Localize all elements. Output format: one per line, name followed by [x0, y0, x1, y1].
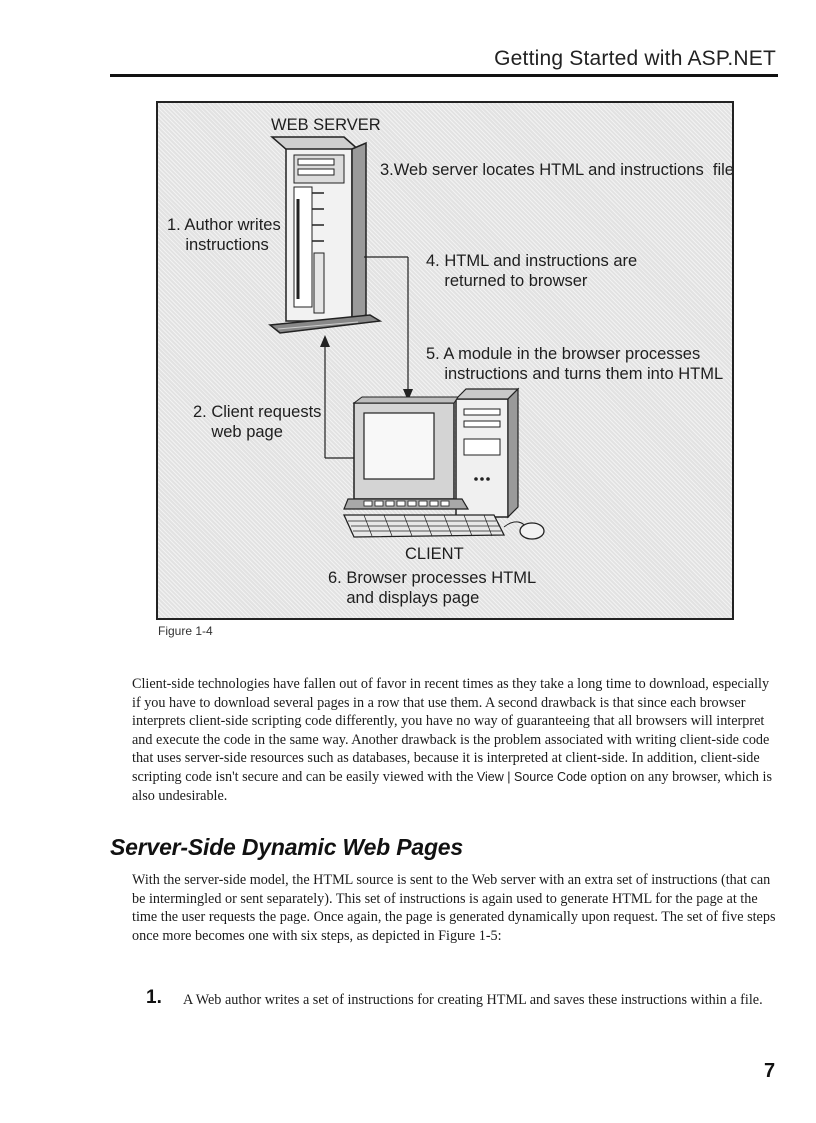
step-text: A Web author writes a set of instruction…	[183, 992, 763, 1008]
paragraph-server-side-model: With the server-side model, the HTML sou…	[132, 872, 776, 944]
label-step-2: 2. Client requests web page	[193, 403, 322, 441]
label-step-3: 3.Web server locates HTML and instructio…	[380, 161, 734, 179]
paragraph-text: Client-side technologies have fallen out…	[132, 676, 770, 785]
label-step-4: 4. HTML and instructions are returned to…	[426, 252, 638, 290]
step-number: 1.	[146, 987, 162, 1008]
figure-caption: Figure 1-4	[158, 624, 213, 638]
paragraph-client-side-drawbacks: Client-side technologies have fallen out…	[132, 675, 780, 805]
label-step-5: 5. A module in the browser processes ins…	[426, 345, 724, 383]
label-step-1: 1. Author writes instructions	[167, 216, 281, 254]
page-number: 7	[764, 1060, 776, 1082]
section-heading: Server-Side Dynamic Web Pages	[110, 834, 463, 860]
running-header-title: Getting Started with ASP.NET	[494, 47, 776, 70]
client-computer-illustration	[342, 387, 545, 540]
web-server-illustration	[268, 136, 383, 334]
client-server-diagram	[268, 136, 545, 540]
request-response-arrows	[320, 256, 413, 459]
label-step-6: 6. Browser processes HTML and displays p…	[328, 569, 537, 607]
figure-1-4: WEB SERVER 1. Author writes instructions…	[156, 101, 734, 620]
label-client: CLIENT	[405, 545, 464, 563]
running-header: Getting Started with ASP.NET	[110, 44, 778, 77]
menu-path-view-source: View | Source Code	[476, 769, 587, 784]
label-web-server: WEB SERVER	[271, 116, 381, 134]
paragraph-text: option on any browser, which is also und…	[132, 768, 772, 804]
